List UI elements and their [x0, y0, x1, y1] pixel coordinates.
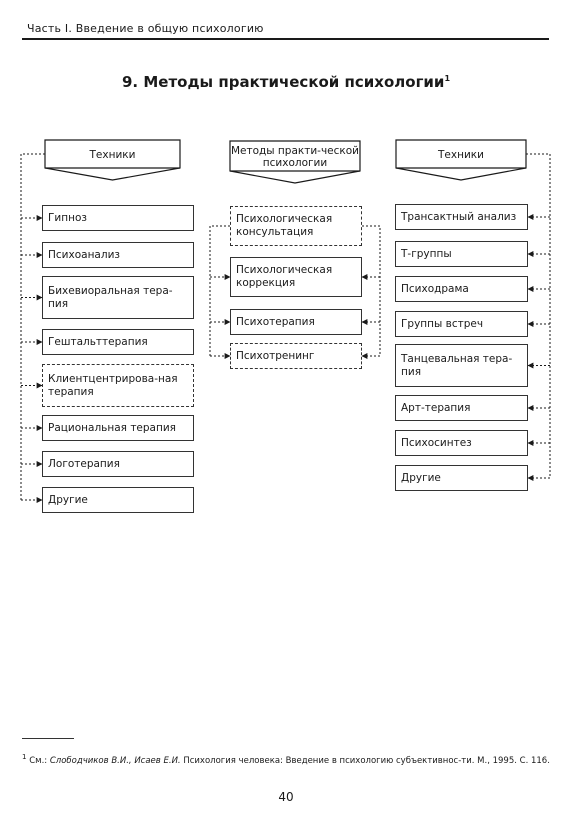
- footnote: 1 См.: Слободчиков В.И., Исаев Е.И. Псих…: [22, 751, 552, 767]
- left-item-box: Логотерапия: [42, 451, 194, 477]
- page-title: 9. Методы практической психологии1: [0, 73, 572, 91]
- left-techniques-header-shape: [44, 139, 181, 181]
- center-item-box: Психотренинг: [230, 343, 362, 369]
- left-item-box: Бихевиоральная тера-пия: [42, 276, 194, 319]
- footnote-rule: [22, 738, 74, 739]
- center-item-box: Психологическая коррекция: [230, 257, 362, 297]
- running-head: Часть I. Введение в общую психологию: [27, 22, 264, 35]
- center-methods-header-shape: [229, 140, 361, 184]
- title-text: 9. Методы практической психологии: [121, 73, 445, 91]
- right-item-box: Психодрама: [395, 276, 528, 302]
- right-trunk-line: [526, 153, 551, 478]
- center-left-trunk-line: [209, 225, 230, 356]
- center-item-box: Психотерапия: [230, 309, 362, 335]
- page-number: 40: [278, 790, 294, 804]
- footnote-authors: Слободчиков В.И., Исаев Е.И.: [49, 755, 181, 766]
- right-item-box: Танцевальная тера-пия: [395, 344, 528, 387]
- center-item-box: Психологическая консультация: [230, 206, 362, 246]
- methods-diagram: [20, 139, 551, 503]
- left-item-box: Гештальттерапия: [42, 329, 194, 355]
- left-item-box: Клиентцентрирова-ная терапия: [42, 364, 194, 407]
- center-methods-header: Методы практи-ческой психологии: [230, 145, 359, 169]
- right-techniques-header: Техники: [438, 149, 484, 161]
- right-item-box: Психосинтез: [395, 430, 528, 456]
- right-techniques-header-shape: [395, 139, 527, 181]
- right-item-box: Группы встреч: [395, 311, 528, 337]
- left-item-box: Гипноз: [42, 205, 194, 231]
- left-item-box: Рациональная терапия: [42, 415, 194, 441]
- right-item-box: Арт-терапия: [395, 395, 528, 421]
- title-footnote-mark: 1: [444, 74, 451, 83]
- left-trunk-line: [20, 153, 45, 500]
- left-item-box: Другие: [42, 487, 194, 513]
- right-item-box: Т-группы: [395, 241, 528, 267]
- center-right-trunk-line: [362, 225, 381, 356]
- right-item-box: Другие: [395, 465, 528, 491]
- footnote-prefix: См.:: [29, 755, 50, 766]
- left-item-box: Психоанализ: [42, 242, 194, 268]
- footnote-mark: 1: [22, 752, 27, 761]
- header-rule: [22, 38, 549, 40]
- left-techniques-header: Техники: [89, 149, 136, 161]
- footnote-text: Психология человека: Введение в психолог…: [180, 755, 550, 766]
- right-item-box: Трансактный анализ: [395, 204, 528, 230]
